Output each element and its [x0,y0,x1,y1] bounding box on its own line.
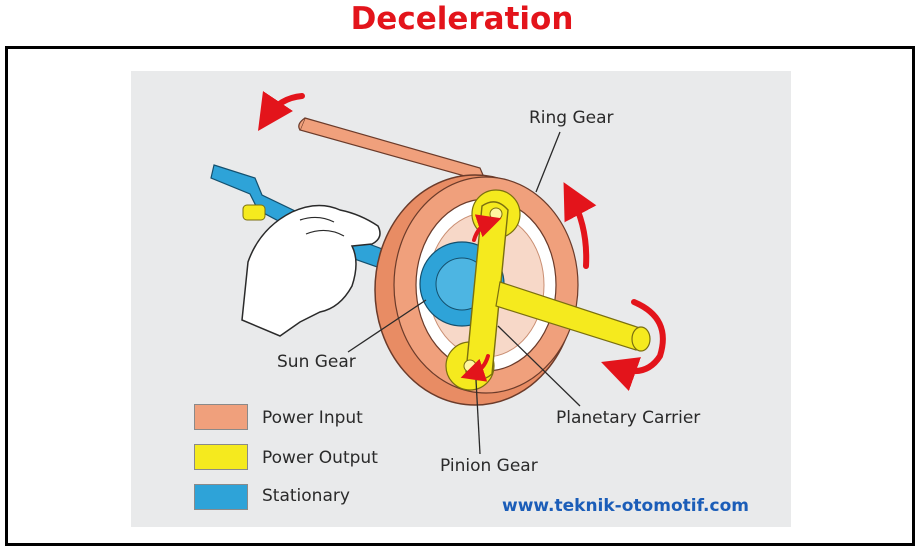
label-ring-gear: Ring Gear [529,108,614,128]
legend-swatch-power-output [194,444,248,470]
leader-lines [347,131,581,455]
legend-swatch-power-input [194,404,248,430]
page-title: Deceleration [350,1,574,37]
label-sun-gear: Sun Gear [277,352,356,372]
input-shaft [298,117,488,183]
label-planetary-carrier: Planetary Carrier [556,408,701,428]
hand-icon [241,204,381,337]
watermark-url: www.teknik-otomotif.com [502,496,749,516]
legend-label-power-input: Power Input [262,408,363,428]
legend-label-power-output: Power Output [262,448,378,468]
label-pinion-gear: Pinion Gear [440,456,538,476]
legend-label-stationary: Stationary [262,486,350,506]
output-shaft [495,281,651,352]
rotation-arrows [258,91,666,392]
legend-swatch-stationary [194,484,248,510]
